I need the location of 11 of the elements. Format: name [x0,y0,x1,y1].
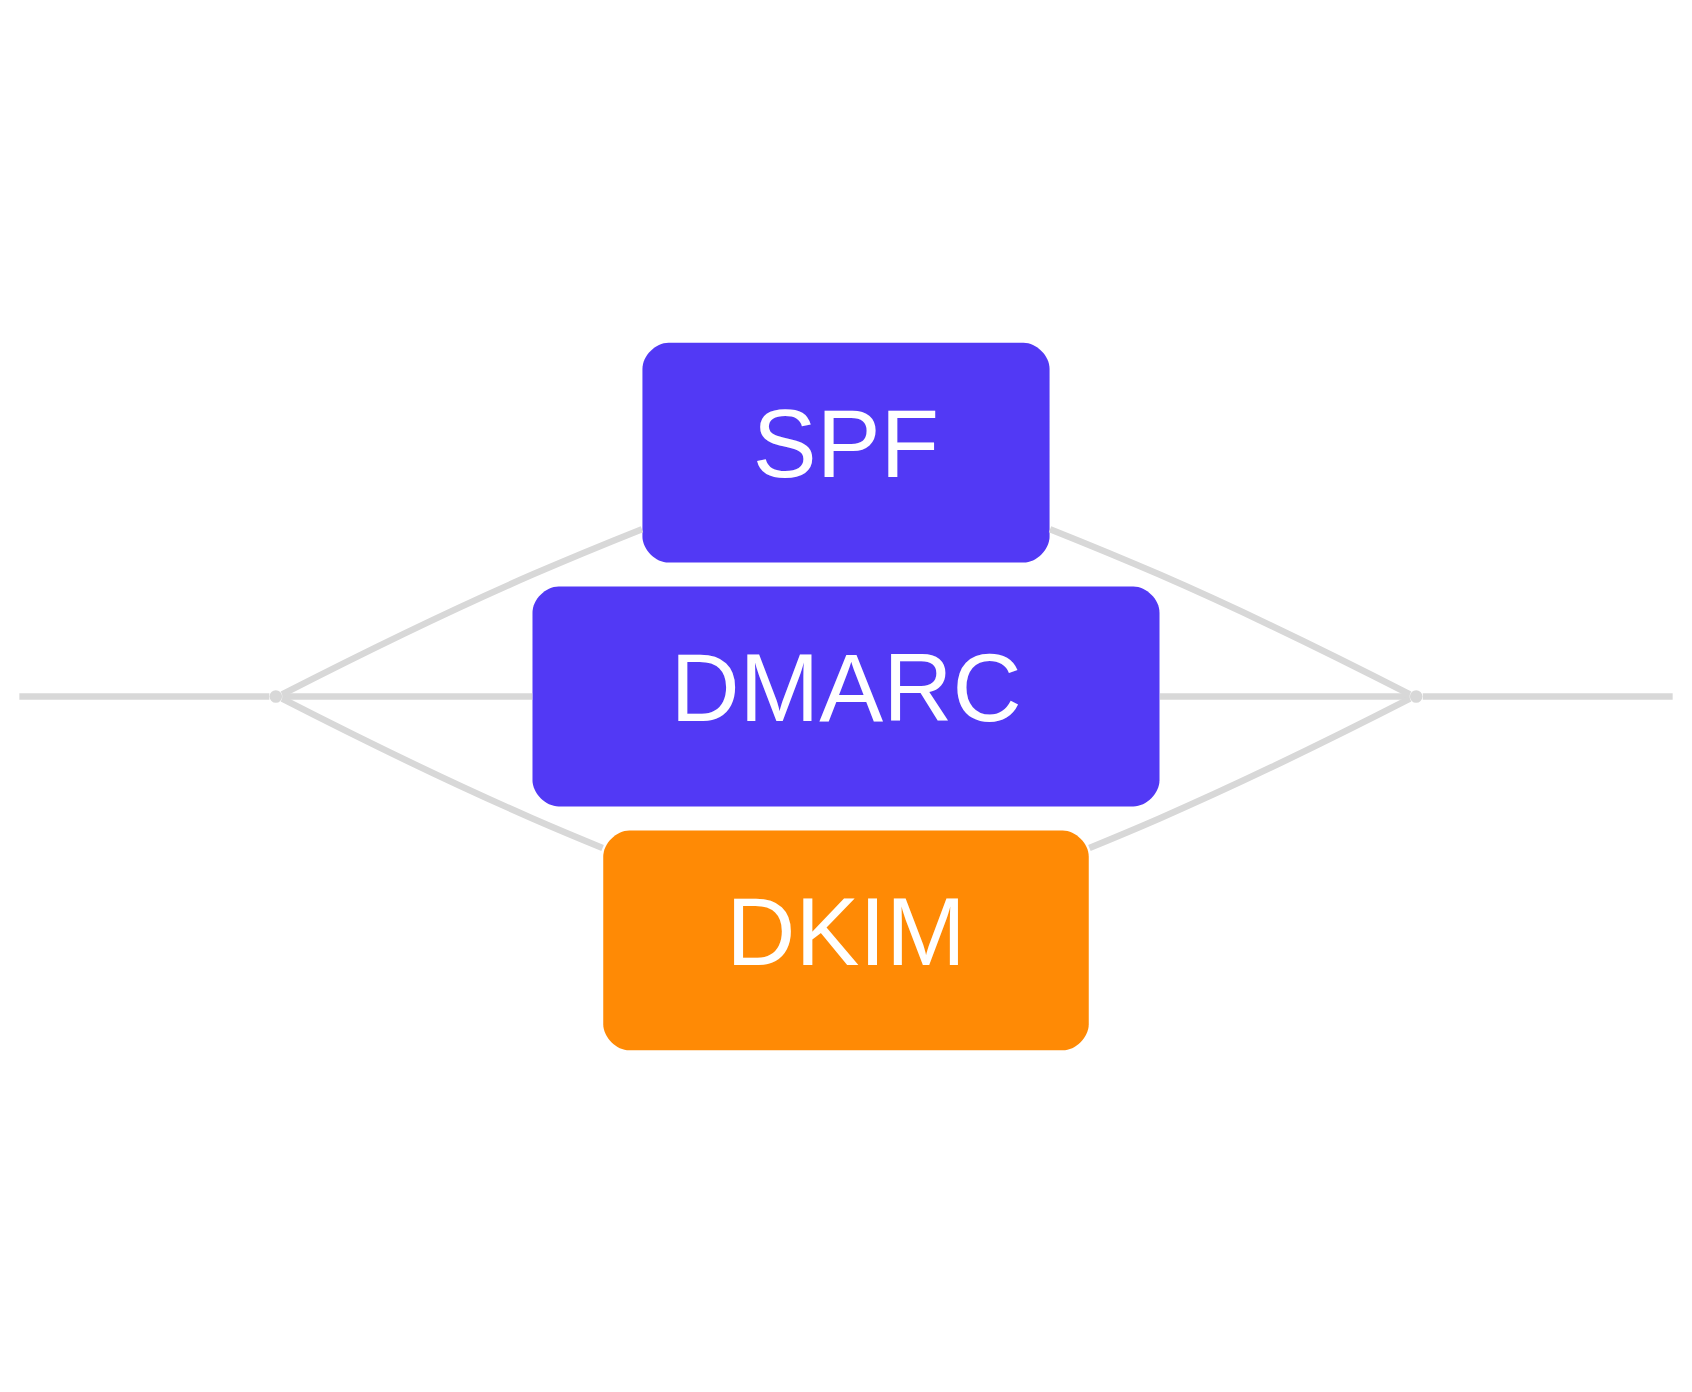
connector [1160,692,1410,700]
node-box: SPF [642,342,1050,563]
node-point [1409,689,1423,703]
connector [1422,692,1673,700]
node-box: DMARC [532,586,1160,806]
connector [280,695,604,851]
node-point [269,689,283,703]
connector [19,692,270,700]
connector [282,692,533,700]
connector [1088,695,1412,851]
node-box: DKIM [603,829,1089,1050]
